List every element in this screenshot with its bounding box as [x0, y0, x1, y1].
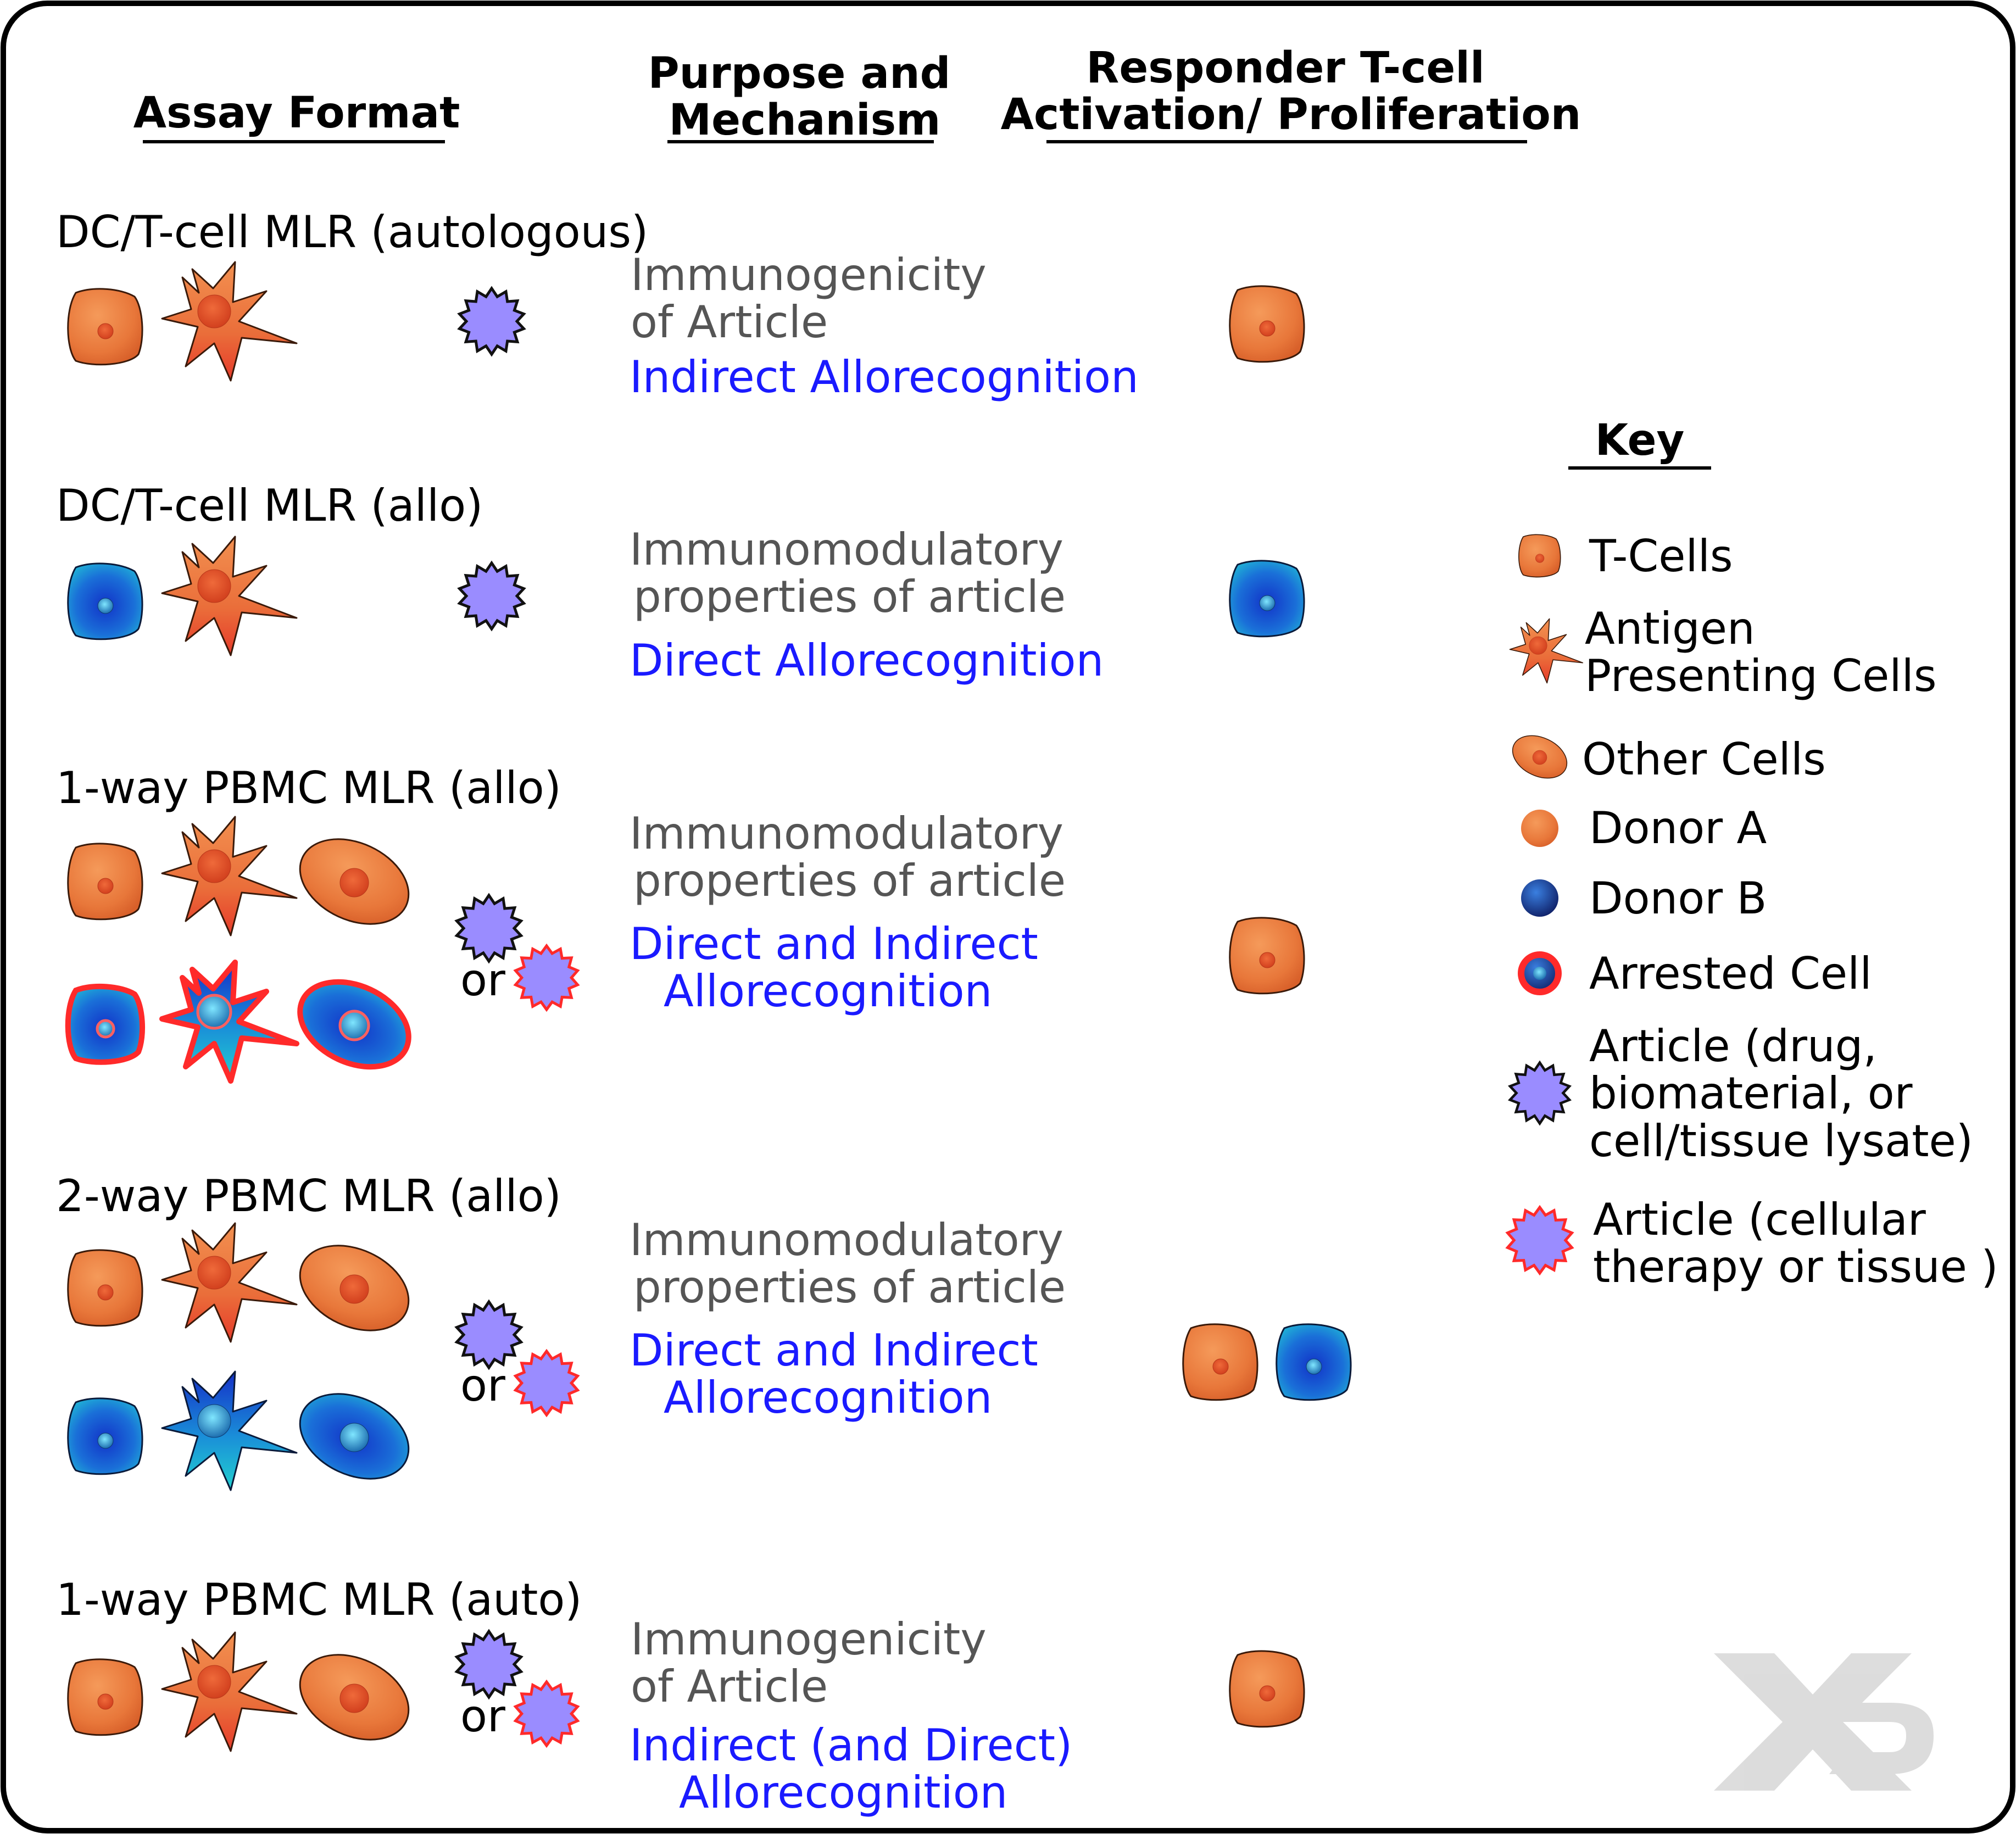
t-cell-donor-a — [67, 288, 143, 366]
t-cell-donor-a — [67, 1658, 143, 1736]
header-purpose-line1: Purpose and — [648, 49, 950, 98]
mechanism-text: Allorecognition — [679, 1767, 1007, 1818]
key-label: therapy or tissue ) — [1593, 1241, 1998, 1292]
article-cellular-star — [513, 1348, 580, 1418]
article-cellular-star — [1505, 1205, 1574, 1276]
assay-format-label: 2-way PBMC MLR (allo) — [56, 1170, 561, 1222]
article-cellular-icon — [513, 943, 580, 1012]
mechanism-text: Indirect Allorecognition — [630, 352, 1139, 403]
purpose-text: properties of article — [633, 571, 1066, 622]
key-label: Antigen — [1585, 603, 1755, 654]
t-cell-icon — [1518, 534, 1561, 578]
header-purpose-line2: Mechanism — [669, 96, 941, 145]
assay-format-label: 1-way PBMC MLR (allo) — [56, 762, 561, 813]
article-cellular-star — [513, 943, 580, 1012]
article-cellular-star — [513, 1679, 580, 1748]
header-responder-line2: Activation/ Proliferation — [1001, 90, 1581, 140]
article-cellular-icon — [1505, 1205, 1574, 1276]
article-cellular-icon — [513, 1348, 580, 1418]
key-label: Donor A — [1589, 802, 1767, 854]
key-label: Other Cells — [1582, 734, 1826, 785]
key-title: Key — [1595, 416, 1685, 465]
mechanism-text: Direct and Indirect — [630, 918, 1038, 969]
row-1-way-pbmc-mlr-auto: 1-way PBMC MLR (auto) or Immunogenicity … — [56, 1574, 1305, 1818]
mechanism-text: Indirect (and Direct) — [630, 1720, 1072, 1771]
responder-t-cell-donor-a — [1229, 285, 1305, 363]
assay-format-label: DC/T-cell MLR (allo) — [56, 480, 483, 531]
key-label: Article (cellular — [1593, 1194, 1926, 1245]
or-label: or — [460, 1360, 505, 1411]
assay-format-label: 1-way PBMC MLR (auto) — [56, 1574, 582, 1625]
key-label: Arrested Cell — [1589, 948, 1872, 999]
t-cell-donor-b — [67, 1397, 143, 1475]
key-label: Presenting Cells — [1585, 650, 1937, 701]
purpose-text: Immunomodulatory — [630, 1214, 1063, 1266]
purpose-text: of Article — [631, 297, 828, 348]
key-label: cell/tissue lysate) — [1589, 1116, 1973, 1167]
purpose-text: Immunomodulatory — [630, 808, 1063, 859]
purpose-text: properties of article — [633, 1262, 1066, 1313]
purpose-text: Immunogenicity — [631, 1614, 987, 1665]
mechanism-text: Allorecognition — [664, 1372, 992, 1423]
row-dc-tcell-mlr-allo: DC/T-cell MLR (allo) Immunomodulatory pr… — [56, 480, 1305, 686]
key-label: Donor B — [1589, 873, 1767, 924]
assay-format-label: DC/T-cell MLR (autologous) — [56, 207, 648, 258]
responder-t-cell-donor-a — [1229, 917, 1305, 995]
responder-t-cell-donor-b — [1229, 560, 1305, 638]
responder-t-cell-donor-b — [1276, 1323, 1352, 1401]
t-cell-donor-a — [67, 843, 143, 921]
arrested-cell-icon — [1518, 951, 1562, 995]
key-label: T-Cells — [1589, 531, 1733, 582]
row-2-way-pbmc-mlr-allo: 2-way PBMC MLR (allo) or Immunomodulator… — [56, 1170, 1352, 1496]
purpose-text: Immunogenicity — [631, 249, 987, 300]
article-cellular-icon — [513, 1679, 580, 1748]
key-label: biomaterial, or — [1589, 1068, 1913, 1119]
purpose-text: Immunomodulatory — [630, 524, 1063, 575]
or-label: or — [460, 1691, 505, 1742]
key-label: Article (drug, — [1589, 1021, 1877, 1072]
row-dc-tcell-mlr-autologous: DC/T-cell MLR (autologous) Immunogenicit… — [56, 207, 1305, 403]
or-label: or — [460, 955, 505, 1006]
header-assay-format: Assay Format — [133, 88, 460, 138]
mechanism-text: Direct Allorecognition — [630, 635, 1104, 686]
mechanism-text: Direct and Indirect — [630, 1325, 1038, 1376]
arrested-t-cell-donor-b — [68, 986, 142, 1062]
mechanism-text: Allorecognition — [664, 966, 992, 1017]
t-cell-donor-a — [67, 1249, 143, 1327]
xd-logo — [1714, 1653, 1934, 1791]
t-cell-donor-b — [67, 562, 143, 640]
responder-t-cell-donor-a — [1229, 1650, 1305, 1728]
row-1-way-pbmc-mlr-allo: 1-way PBMC MLR (allo) or Immunomodulator… — [56, 762, 1305, 1083]
column-headers: Assay Format Purpose and Mechanism Respo… — [133, 43, 1581, 145]
key-legend: Key T-Cells Antigen Presenting Cells Oth… — [1505, 416, 1998, 1292]
donor-b-icon — [1521, 879, 1558, 917]
purpose-text: of Article — [631, 1661, 828, 1712]
header-responder-line1: Responder T-cell — [1086, 43, 1484, 93]
donor-a-icon — [1521, 810, 1558, 847]
responder-t-cell-donor-a — [1182, 1323, 1258, 1401]
purpose-text: properties of article — [633, 855, 1066, 906]
